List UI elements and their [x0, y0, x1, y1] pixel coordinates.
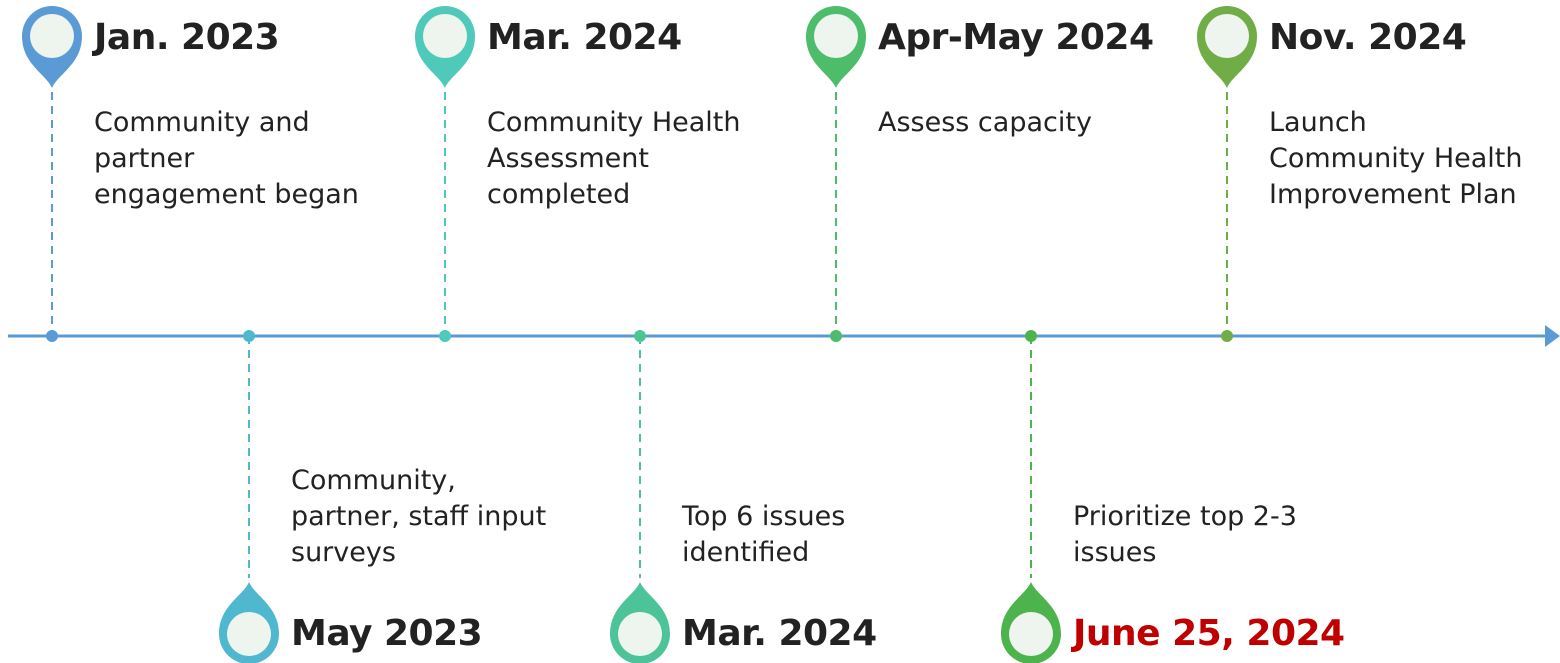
event-date: Nov. 2024 [1269, 17, 1467, 58]
timeline-node [830, 330, 842, 342]
description-line: surveys [291, 537, 396, 568]
event-date: June 25, 2024 [1073, 613, 1345, 654]
pin-inner-circle [814, 14, 858, 58]
description-line: Community, [291, 465, 456, 496]
pin-inner-circle [1009, 612, 1053, 656]
description-line: Assessment [487, 143, 649, 174]
axis-arrowhead-icon [1545, 325, 1560, 347]
event-description: Assess capacity [878, 105, 1178, 141]
event-description: Prioritize top 2-3 issues [1073, 499, 1373, 571]
pin-inner-circle [618, 612, 662, 656]
description-line: issues [1073, 537, 1157, 568]
description-line: Community Health [487, 107, 741, 138]
description-line: Top 6 issues [682, 501, 846, 532]
pin-inner-circle [1205, 14, 1249, 58]
description-line: Prioritize top 2-3 [1073, 501, 1297, 532]
timeline-node [634, 330, 646, 342]
timeline-node [1221, 330, 1233, 342]
description-line: Assess capacity [878, 107, 1092, 138]
description-line: Community Health [1269, 143, 1523, 174]
pin-inner-circle [423, 14, 467, 58]
event-date: Mar. 2024 [682, 613, 877, 654]
event-date: Mar. 2024 [487, 17, 682, 58]
event-date: May 2023 [291, 613, 483, 654]
description-line: partner, staff input [291, 501, 547, 532]
description-line: completed [487, 179, 631, 210]
description-line: Launch [1269, 107, 1367, 138]
description-line: Community and [94, 107, 310, 138]
timeline-node [1025, 330, 1037, 342]
pin-inner-circle [227, 612, 271, 656]
event-date: Jan. 2023 [94, 17, 280, 58]
description-line: engagement began [94, 179, 359, 210]
description-line: partner [94, 143, 195, 174]
event-description: Community and partner engagement began [94, 105, 394, 213]
event-description: Top 6 issues identified [682, 499, 982, 571]
event-date: Apr-May 2024 [878, 17, 1154, 58]
description-line: identified [682, 537, 810, 568]
timeline-node [46, 330, 58, 342]
timeline-node [243, 330, 255, 342]
event-description: Community, partner, staff input surveys [291, 463, 591, 571]
pin-inner-circle [30, 14, 74, 58]
timeline-node [439, 330, 451, 342]
description-line: Improvement Plan [1269, 179, 1517, 210]
